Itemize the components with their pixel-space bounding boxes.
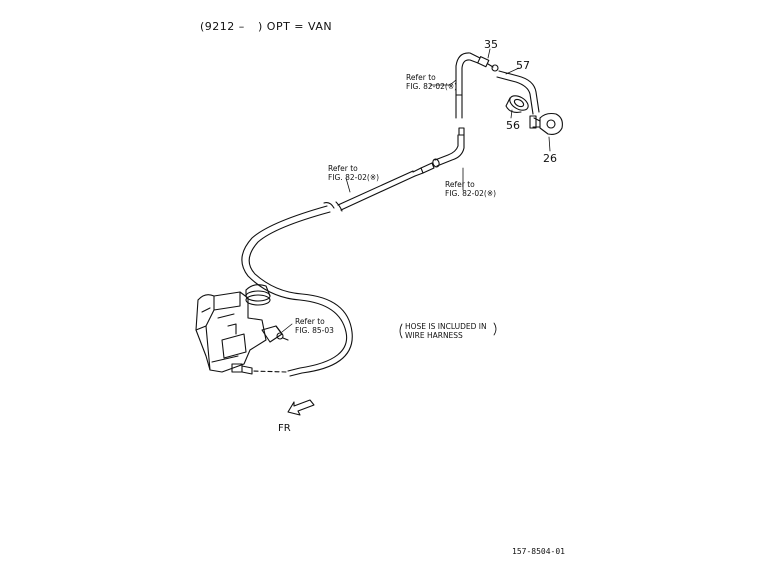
hose-break: [323, 201, 343, 212]
ref-upper-hose-line1: Refer to: [406, 73, 436, 82]
fr-arrow-icon: [287, 399, 315, 416]
callout-57: 57: [516, 59, 530, 72]
middle-elbow: [432, 127, 465, 168]
hose-note-line1: HOSE IS INCLUDED IN: [405, 322, 487, 331]
long-hose-upper: [337, 170, 416, 211]
ref-long-hose-line1: Refer to: [328, 164, 358, 173]
callout-35: 35: [484, 38, 498, 51]
ref-pump-line1: Refer to: [295, 317, 325, 326]
note-left-bracket: [399, 323, 403, 339]
leader-lines: [281, 48, 551, 333]
header-option: ) OPT = VAN: [258, 20, 333, 33]
ref-elbow-line1: Refer to: [445, 180, 475, 189]
callout-26: 26: [543, 152, 557, 165]
dashed-hose-run: [251, 370, 287, 373]
hose-57: [496, 70, 540, 115]
ref-upper-hose-line2: FIG. 82-02(※): [406, 82, 458, 91]
header-code-prefix: (9212 –: [200, 20, 245, 33]
upper-hose: [455, 52, 481, 119]
ref-pump-line2: FIG. 85-03: [295, 326, 334, 335]
note-right-bracket: [493, 322, 497, 336]
connector-35: [477, 56, 499, 72]
grommet-56: [505, 95, 529, 113]
hose-note-line2: WIRE HARNESS: [405, 331, 463, 340]
pump-motor: [261, 325, 289, 343]
direction-label: FR: [278, 423, 291, 434]
joint-connector: [412, 162, 435, 177]
long-hose-lower: [241, 205, 353, 377]
callout-56: 56: [506, 119, 520, 132]
ref-upper-hose: Refer to FIG. 82-02(※): [406, 73, 457, 91]
ref-pump: Refer to FIG. 85-03: [295, 317, 334, 335]
nozzle-26: [529, 112, 563, 135]
figure-code: 157-8504-01: [512, 547, 565, 556]
ref-long-hose: Refer to FIG. 82-02(※): [328, 164, 379, 182]
ref-elbow-line2: FIG. 82-02(※): [445, 189, 497, 198]
washer-tank: [195, 291, 267, 375]
tank-cap: [245, 284, 271, 306]
ref-long-hose-line2: FIG. 82-02(※): [328, 173, 380, 182]
ref-elbow: Refer to FIG. 82-02(※): [445, 180, 496, 198]
hose-note: HOSE IS INCLUDED IN WIRE HARNESS: [405, 322, 487, 340]
